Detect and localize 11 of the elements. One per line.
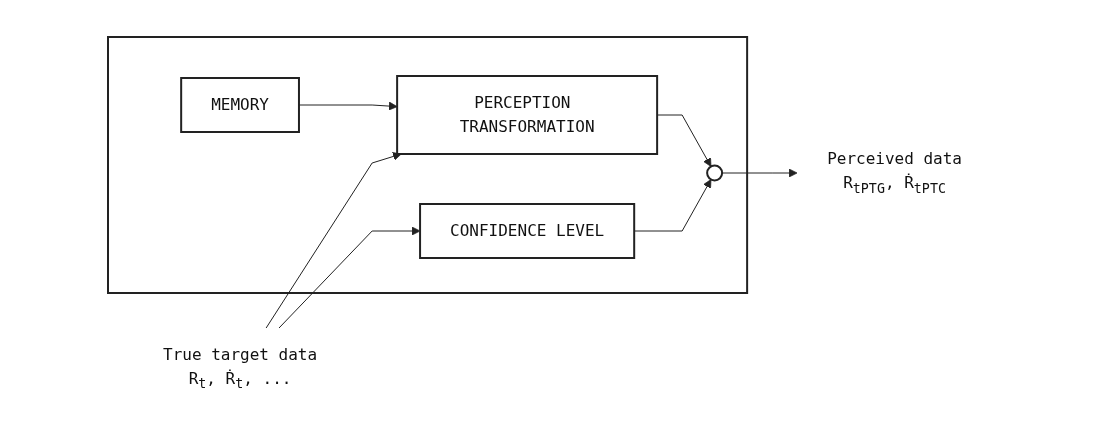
node-box: MEMORY: [180, 77, 300, 134]
node-circle: [706, 164, 724, 182]
cluster: [107, 36, 749, 295]
arrow: [721, 169, 798, 178]
arrow: [265, 152, 402, 329]
arrow: [278, 227, 421, 329]
node-text: Perceived data R$_{tPTG}$, Ṙ$_{tPTC}$: [827, 149, 962, 197]
node-box: PERCEPTION TRANSFORMATION: [396, 75, 659, 156]
node-text: True target data R$_{t}$, Ṙ$_{t}$, ...: [163, 345, 318, 392]
node-box: CONFIDENCE LEVEL: [419, 203, 636, 260]
arrow: [298, 102, 398, 111]
